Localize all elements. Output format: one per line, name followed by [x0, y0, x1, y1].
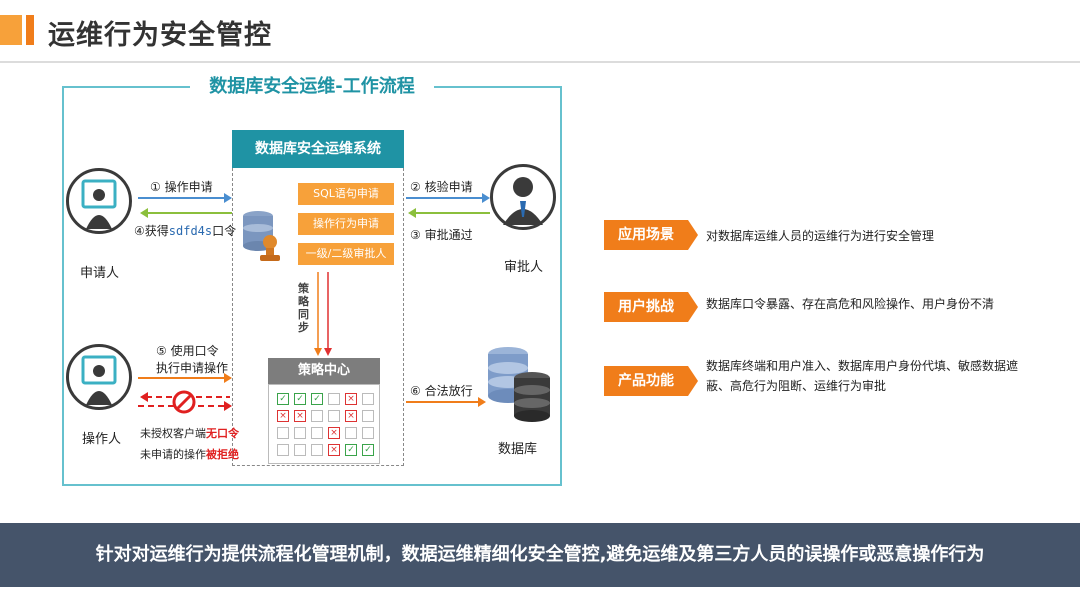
desc-challenge: 数据库口令暴露、存在高危和风险操作、用户身份不清: [706, 297, 995, 311]
step-5-line1: ⑤ 使用口令: [156, 344, 219, 358]
operator-label: 操作人: [82, 432, 122, 447]
policy-cell: [277, 427, 289, 439]
user-monitor-icon: [81, 355, 117, 405]
policy-cell: ×: [328, 444, 340, 456]
title-accent-bar: [0, 15, 22, 45]
denial-line-2-text: 未申请的操作: [140, 448, 206, 461]
applicant-avatar: [66, 168, 132, 234]
denial-line-2-emph: 被拒绝: [206, 448, 239, 461]
policy-cell: ✓: [311, 393, 323, 405]
denial-line-1-emph: 无口令: [206, 427, 239, 440]
database-icon: [488, 347, 550, 422]
denial-line-1: 未授权客户端无口令: [140, 425, 239, 441]
policy-cell: [328, 393, 340, 405]
approver-avatar: [490, 164, 556, 230]
summary-banner: 针对对运维行为提供流程化管理机制，数据运维精细化安全管控,避免运维及第三方人员的…: [0, 523, 1080, 587]
step-4-label: ④获得sdfd4s口令: [134, 222, 236, 239]
database-stamp-icon: [243, 211, 280, 261]
policy-cell: [362, 427, 374, 439]
step-4-prefix: ④获得: [134, 224, 169, 238]
system-item-sql: SQL语句申请: [298, 183, 394, 205]
step-4-suffix: 口令: [212, 224, 237, 238]
denial-line-2: 未申请的操作被拒绝: [140, 446, 239, 462]
policy-cell: [362, 393, 374, 405]
policy-cell: ✓: [345, 444, 357, 456]
policy-cell: [311, 427, 323, 439]
policy-cell: ✓: [294, 393, 306, 405]
policy-cell: [294, 427, 306, 439]
policy-cell: [328, 410, 340, 422]
step-4-code: sdfd4s: [168, 224, 213, 238]
desc-function: 数据库终端和用户准入、数据库用户身份代填、敏感数据遮蔽、高危行为阻断、运维行为审…: [706, 359, 1019, 393]
policy-cell: ✓: [277, 393, 289, 405]
system-body: [232, 168, 404, 466]
step-2-label: ② 核验申请: [410, 180, 473, 194]
policy-cell: [311, 410, 323, 422]
policy-cell: ×: [277, 410, 289, 422]
step-5-line2: 执行申请操作: [156, 361, 229, 375]
policy-cell: [294, 444, 306, 456]
diagram-title: 数据库安全运维-工作流程: [190, 74, 434, 100]
policy-cell: ✓: [362, 444, 374, 456]
approver-label: 审批人: [504, 260, 544, 275]
policy-grid: ✓ ✓ ✓ × × × × × × ✓ ✓: [268, 384, 380, 464]
policy-cell: ×: [345, 410, 357, 422]
tag-function: 产品功能: [604, 366, 698, 396]
policy-cell: [345, 427, 357, 439]
denial-line-1-text: 未授权客户端: [140, 427, 206, 440]
policy-center-header: 策略中心: [268, 358, 380, 384]
desc-scenario: 对数据库运维人员的运维行为进行安全管理: [706, 229, 935, 243]
policy-cell: [362, 410, 374, 422]
businessman-icon: [503, 177, 543, 225]
tag-challenge: 用户挑战: [604, 292, 698, 322]
title-accent-bar-small: [26, 15, 34, 45]
policy-cell: ×: [345, 393, 357, 405]
page-title: 运维行为安全管控: [48, 20, 272, 51]
sync-label: 策略同步: [298, 282, 309, 334]
policy-cell: [311, 444, 323, 456]
system-header: 数据库安全运维系统: [232, 130, 404, 168]
step-3-label: ③ 审批通过: [410, 228, 473, 242]
prohibited-icon: [172, 390, 196, 414]
policy-cell: ×: [294, 410, 306, 422]
step-1-label: ① 操作申请: [150, 180, 213, 194]
system-item-operation: 操作行为申请: [298, 213, 394, 235]
user-monitor-icon: [81, 179, 117, 229]
policy-cell: [277, 444, 289, 456]
applicant-label: 申请人: [80, 266, 120, 281]
policy-cell: ×: [328, 427, 340, 439]
operator-avatar: [66, 344, 132, 410]
title-divider: [0, 61, 1080, 63]
sync-arrows: [314, 272, 332, 356]
database-label: 数据库: [498, 442, 538, 457]
tag-scenario: 应用场景: [604, 220, 698, 250]
step-6-label: ⑥ 合法放行: [410, 384, 473, 398]
system-item-approver: 一级/二级审批人: [298, 243, 394, 265]
